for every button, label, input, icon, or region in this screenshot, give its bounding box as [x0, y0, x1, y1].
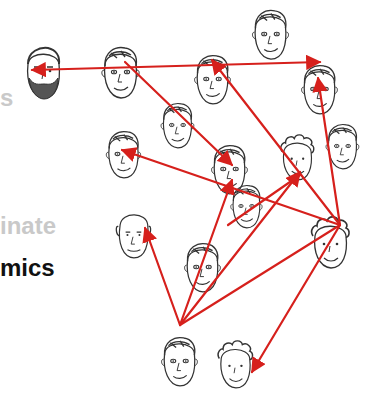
fragment-text: s: [0, 84, 13, 112]
red-arrows: [32, 60, 340, 372]
face-sketches: [28, 10, 359, 387]
fragment-text: inate: [0, 212, 56, 240]
fragment-heading: mics: [0, 254, 55, 282]
